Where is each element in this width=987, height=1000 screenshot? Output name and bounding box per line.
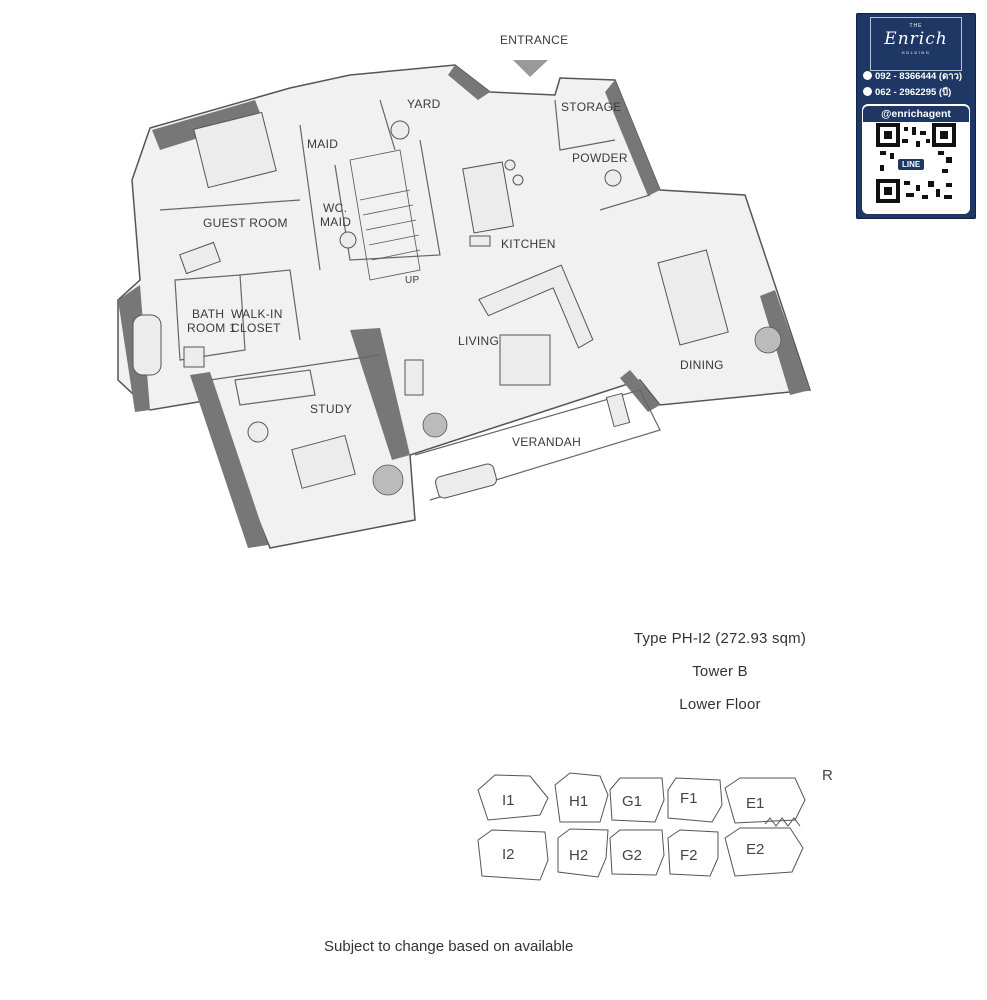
keyplan-E2: E2 <box>746 841 764 858</box>
label-bath: BATH <box>192 307 224 321</box>
label-study: STUDY <box>310 402 352 416</box>
label-walkin: WALK-IN <box>231 307 283 321</box>
furniture <box>132 111 729 499</box>
phone-icon <box>863 87 872 96</box>
label-verandah: VERANDAH <box>512 435 581 449</box>
keyplan-F1: F1 <box>680 790 698 807</box>
brand-logo: THE Enrich HOLDING <box>870 17 962 71</box>
label-entrance: ENTRANCE <box>500 33 568 47</box>
label-closet: CLOSET <box>231 321 281 335</box>
entrance-arrow <box>513 60 548 77</box>
label-powder: POWDER <box>572 151 628 165</box>
unit-type: Type PH-I2 (272.93 sqm) <box>633 630 807 647</box>
north-mark: R <box>822 767 833 784</box>
keyplan-G2: G2 <box>622 847 642 864</box>
label-bath-room-1: ROOM 1 <box>187 321 236 335</box>
interior-partitions <box>159 99 661 501</box>
unit-floor: Lower Floor <box>679 696 761 713</box>
keyplan-F2: F2 <box>680 847 698 864</box>
keyplan-I1: I1 <box>502 792 515 809</box>
label-yard: YARD <box>407 97 441 111</box>
label-living: LIVING <box>458 334 499 348</box>
keyplan-G1: G1 <box>622 793 642 810</box>
keyplan-H1: H1 <box>569 793 588 810</box>
line-badge: LINE <box>898 159 925 170</box>
key-plan <box>477 772 806 881</box>
label-guest-room: GUEST ROOM <box>203 216 288 230</box>
label-maid: MAID <box>307 137 338 151</box>
unit-tower: Tower B <box>692 663 748 680</box>
line-id[interactable]: @enrichagent <box>863 106 969 122</box>
staircase <box>349 149 421 281</box>
phone-icon <box>863 71 872 80</box>
disclaimer-text: Subject to change based on available <box>324 938 574 955</box>
phone-1[interactable]: 092 - 8366444 (ดาว) <box>863 69 962 84</box>
label-dining: DINING <box>680 358 724 372</box>
label-kitchen: KITCHEN <box>501 237 556 251</box>
label-storage: STORAGE <box>561 100 622 114</box>
plants <box>372 326 782 496</box>
keyplan-H2: H2 <box>569 847 588 864</box>
unit-info: Type PH-I2 (272.93 sqm) Tower B Lower Fl… <box>590 630 850 729</box>
keyplan-I2: I2 <box>502 846 515 863</box>
label-wc-maid: MAID <box>320 215 351 229</box>
phone-2[interactable]: 062 - 2962295 (บี) <box>863 85 951 100</box>
keyplan-E1: E1 <box>746 795 764 812</box>
label-wc: WC. <box>323 201 347 215</box>
label-up: UP <box>405 275 420 286</box>
agent-contact-card: THE Enrich HOLDING 092 - 8366444 (ดาว) 0… <box>856 13 976 219</box>
